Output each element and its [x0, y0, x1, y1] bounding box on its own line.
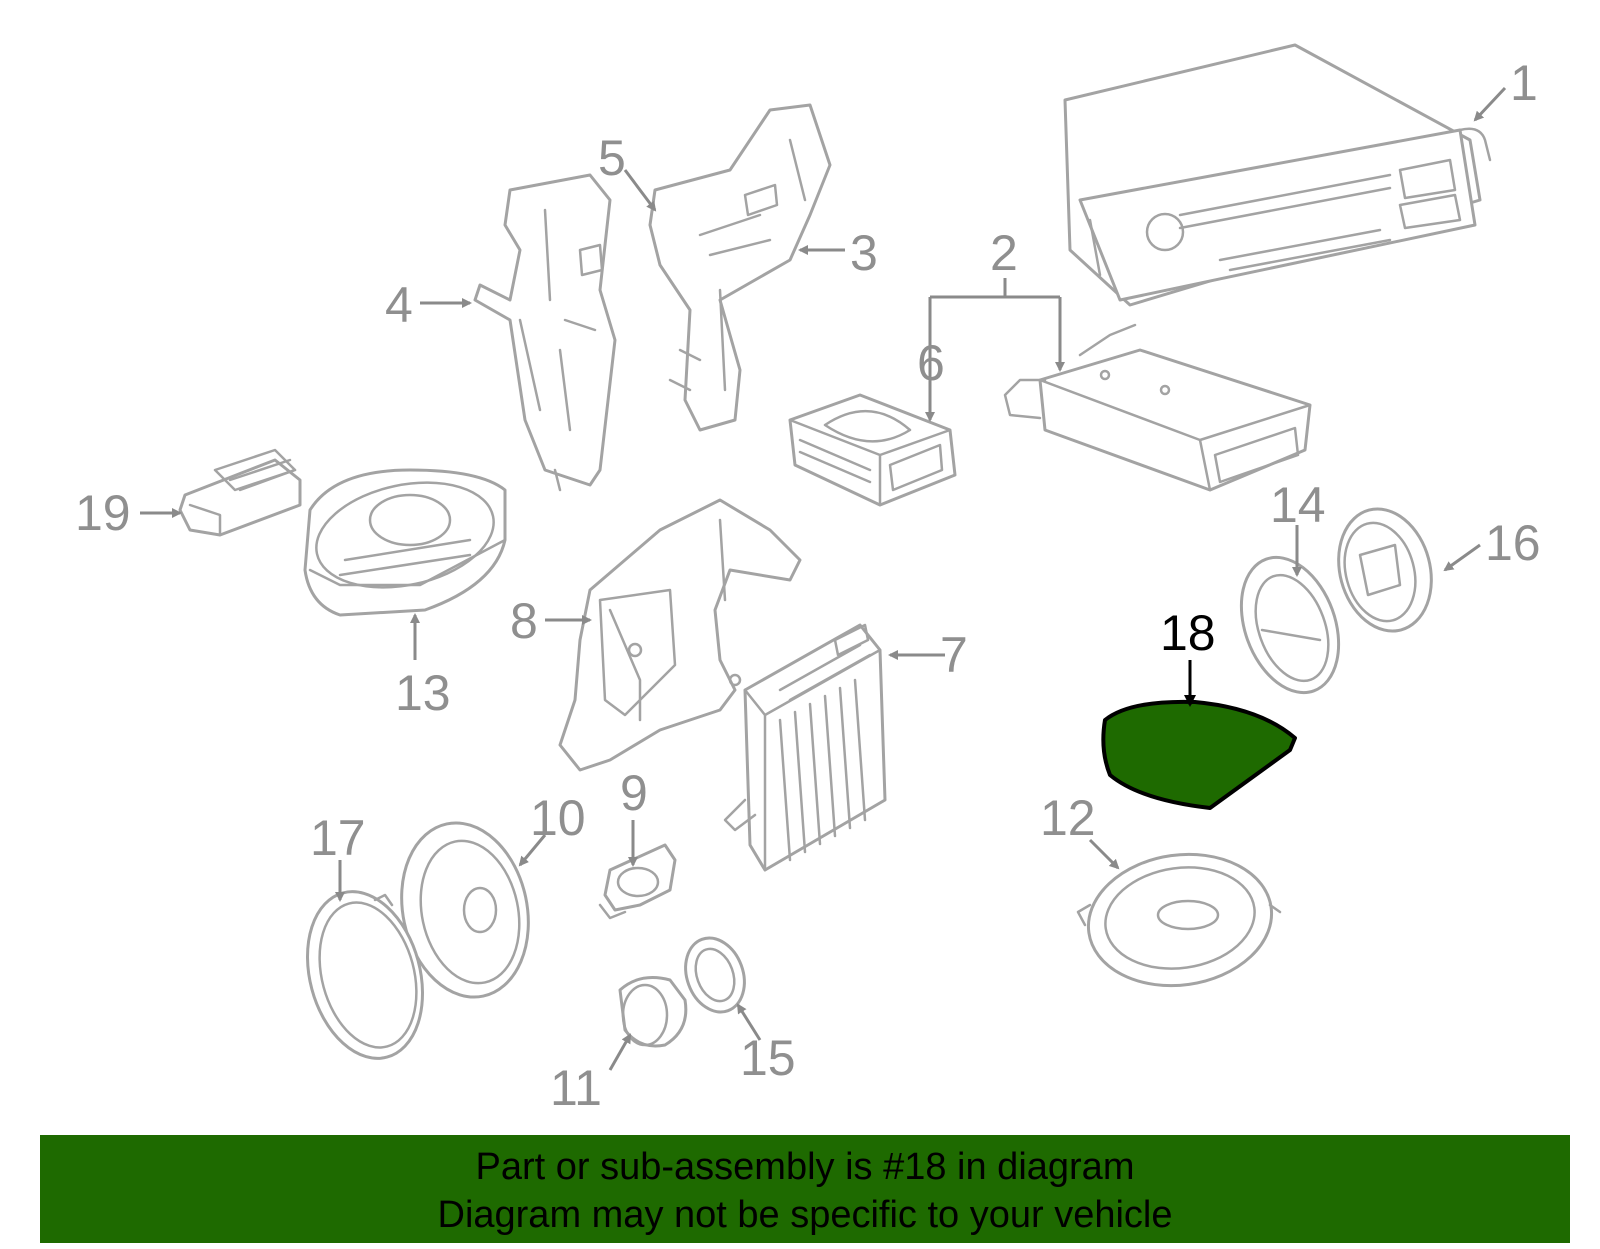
callout-14: 14 — [1270, 477, 1326, 533]
callout-3: 3 — [850, 225, 878, 281]
callout-7: 7 — [940, 627, 968, 683]
leader-1 — [1473, 86, 1507, 122]
callout-16: 16 — [1485, 515, 1541, 571]
radio-head-unit-part — [1063, 43, 1492, 307]
leader-11 — [608, 1033, 632, 1071]
leader-5 — [623, 169, 657, 212]
callout-13: 13 — [395, 665, 451, 721]
bracket-right-part — [648, 103, 832, 432]
amplifier-small-part — [788, 393, 957, 507]
callout-1: 1 — [1510, 55, 1538, 111]
callout-10: 10 — [530, 790, 586, 846]
highlighted-part-18 — [1101, 699, 1297, 810]
leader-15 — [736, 1003, 762, 1041]
leader-12 — [1088, 838, 1120, 870]
callout-17: 17 — [310, 810, 366, 866]
callout-12: 12 — [1040, 790, 1096, 846]
speaker-large-part — [1076, 852, 1282, 988]
callout-2: 2 — [990, 225, 1018, 281]
leader-10 — [518, 834, 547, 867]
callout-15: 15 — [740, 1030, 796, 1086]
callout-4: 4 — [385, 277, 413, 333]
control-switch-part — [178, 448, 302, 537]
info-banner: Part or sub-assembly is #18 in diagram D… — [40, 1135, 1570, 1243]
subwoofer-enclosure-part — [303, 468, 507, 617]
leader-lines — [140, 86, 1507, 1071]
amplifier-large-part — [723, 623, 887, 872]
speaker-grille-part — [305, 890, 425, 1060]
speaker-housing-part — [1337, 507, 1433, 633]
tweeter-part — [618, 976, 688, 1048]
speaker-ring-part — [1239, 555, 1341, 695]
callout-labels: 1 2 3 4 5 6 7 8 9 10 11 12 13 14 15 16 1… — [75, 55, 1541, 1116]
callout-6: 6 — [917, 335, 945, 391]
parts-diagram: 1 2 3 4 5 6 7 8 9 10 11 12 13 14 15 16 1… — [75, 43, 1541, 1116]
callout-19: 19 — [75, 485, 131, 541]
leader-16 — [1443, 543, 1481, 572]
callout-5: 5 — [598, 130, 626, 186]
callout-8: 8 — [510, 593, 538, 649]
callout-9: 9 — [620, 765, 648, 821]
banner-line-1: Part or sub-assembly is #18 in diagram — [475, 1146, 1135, 1188]
mounting-panel-part — [558, 498, 802, 772]
navigation-module-part — [1003, 323, 1312, 492]
callout-11: 11 — [550, 1060, 602, 1116]
banner-line-2: Diagram may not be specific to your vehi… — [437, 1194, 1173, 1236]
tweeter-ring-part — [684, 936, 746, 1014]
speaker-medium-part — [400, 821, 530, 999]
tweeter-bracket-part — [598, 843, 677, 920]
callout-18: 18 — [1160, 605, 1216, 661]
bracket-left-part — [473, 173, 617, 492]
